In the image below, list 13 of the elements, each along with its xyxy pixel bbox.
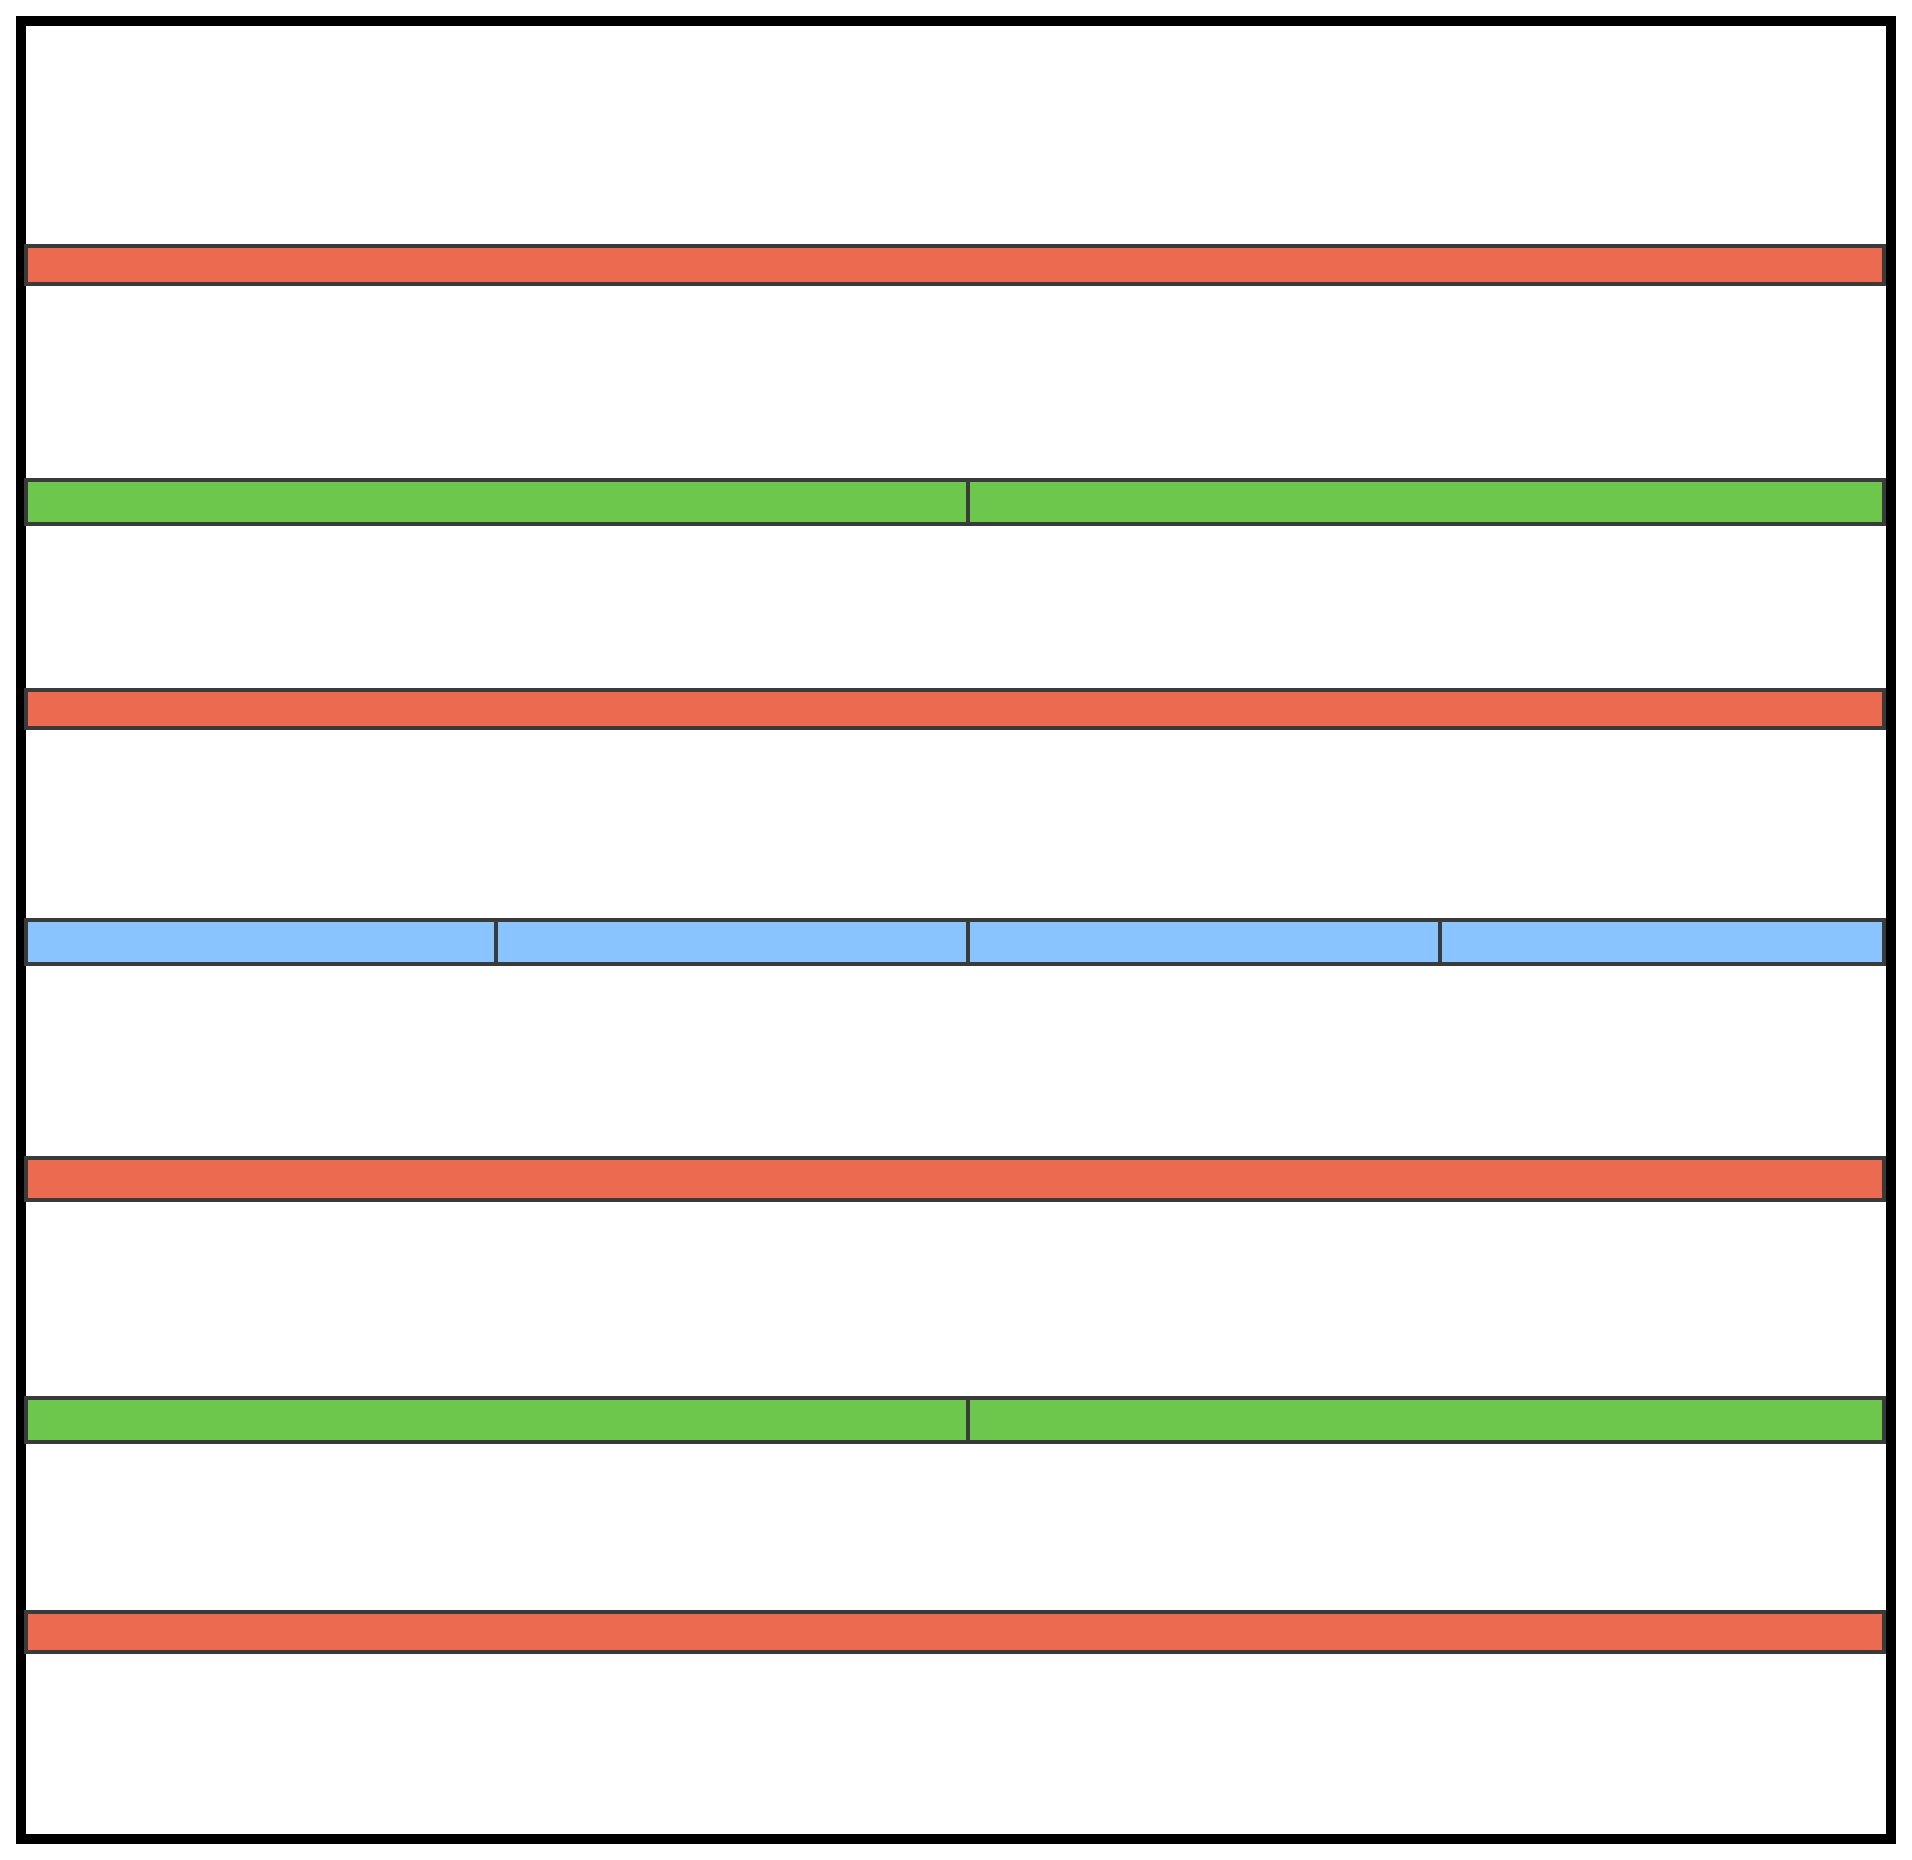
bar bbox=[24, 244, 1886, 286]
bar bbox=[24, 688, 1886, 730]
bar bbox=[966, 478, 1886, 526]
bar bbox=[24, 1610, 1886, 1654]
bar bbox=[1438, 918, 1886, 966]
frame-box bbox=[16, 16, 1896, 1844]
bar bbox=[24, 1396, 970, 1444]
bar bbox=[966, 918, 1442, 966]
bar bbox=[966, 1396, 1886, 1444]
bar bbox=[494, 918, 970, 966]
bar bbox=[24, 918, 498, 966]
bar bbox=[24, 478, 970, 526]
bar bbox=[24, 1156, 1886, 1202]
